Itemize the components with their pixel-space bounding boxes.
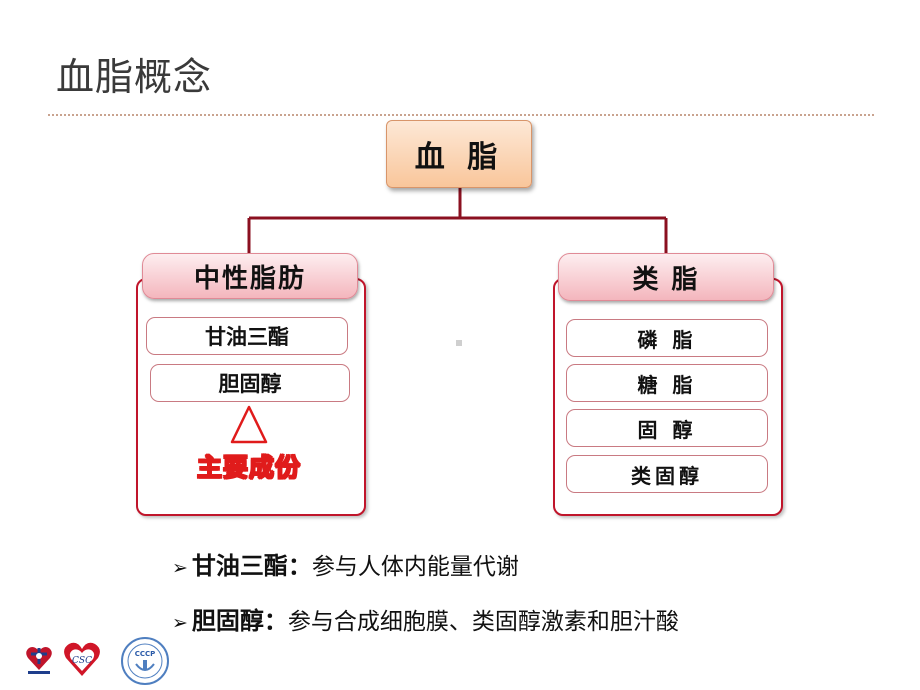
main-component-label: 主要成份 <box>196 452 301 482</box>
bullet-description: 参与人体内能量代谢 <box>311 554 519 580</box>
triangle-marker-icon <box>230 405 268 444</box>
bullet-arrow-icon: ➢ <box>172 557 188 579</box>
center-dot <box>456 340 462 346</box>
bullet-arrow-icon: ➢ <box>172 612 188 634</box>
right-item-glycolipid: 糖 脂 <box>566 364 768 402</box>
bullet-description: 参与合成细胞膜、类固醇激素和胆汁酸 <box>287 609 679 635</box>
bullet-term: 胆固醇： <box>191 607 288 635</box>
cccp-logo-text: CCCP <box>135 650 156 658</box>
heart-ribbon-logo-icon <box>26 647 52 674</box>
bullet-cholesterol: ➢胆固醇：参与合成细胞膜、类固醇激素和胆汁酸 <box>172 601 679 636</box>
title-divider <box>48 114 874 116</box>
right-group-header: 类 脂 <box>558 253 774 301</box>
bullet-term: 甘油三酯： <box>191 552 312 580</box>
right-item-phospholipid: 磷 脂 <box>566 319 768 357</box>
root-node: 血 脂 <box>386 120 532 188</box>
page-title: 血脂概念 <box>56 55 213 99</box>
right-item-sterol: 固 醇 <box>566 409 768 447</box>
csc-logo-text: CSC <box>72 656 92 666</box>
csc-heart-logo-icon: CSC <box>64 642 100 676</box>
cccp-seal-logo-icon: CCCP <box>121 637 169 685</box>
left-item-triglyceride: 甘油三酯 <box>146 317 348 355</box>
bullet-triglyceride: ➢甘油三酯：参与人体内能量代谢 <box>172 546 519 581</box>
left-group-header: 中性脂肪 <box>142 253 358 299</box>
right-item-steroid: 类固醇 <box>566 455 768 493</box>
left-item-cholesterol: 胆固醇 <box>150 364 350 402</box>
